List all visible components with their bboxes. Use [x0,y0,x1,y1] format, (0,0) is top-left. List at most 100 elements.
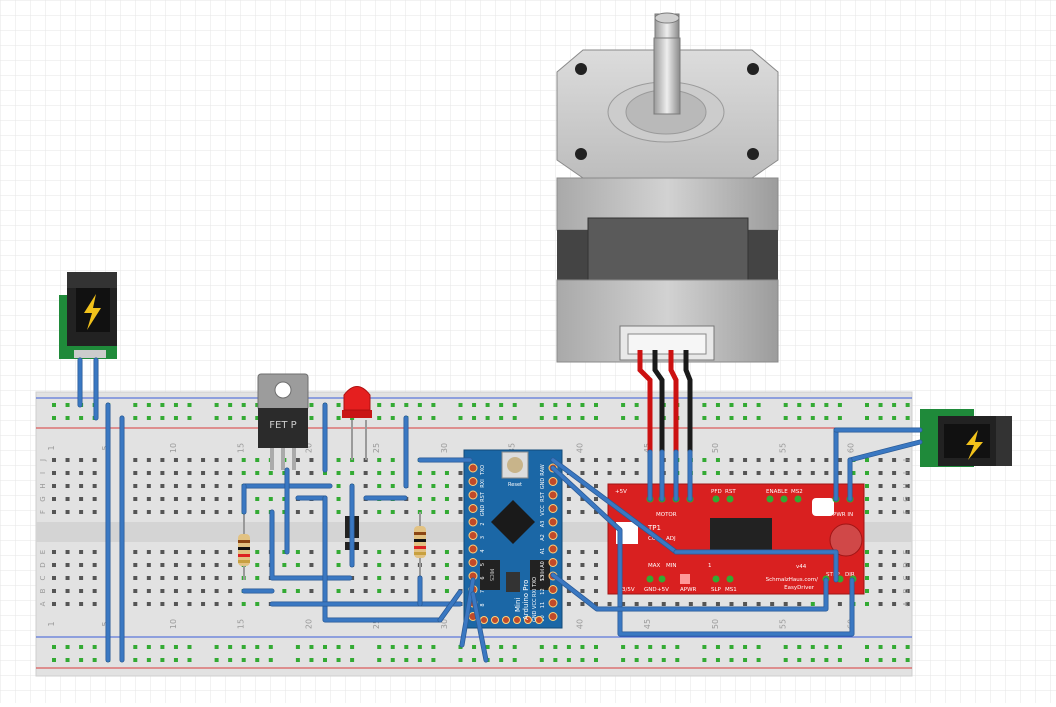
breadboard-hole [309,550,314,554]
breadboard-hole [350,471,355,475]
rail-hole [431,658,436,662]
rail-hole [702,416,707,420]
breadboard-hole [214,471,219,475]
breadboard-hole [377,484,382,488]
arduino-pin-label: VCC [540,505,546,516]
led-icon [342,386,372,460]
rail-hole [295,645,300,649]
breadboard-hole [228,510,233,514]
breadboard-hole [146,550,151,554]
arduino-pin [513,616,521,624]
breadboard-hole [702,471,707,475]
arduino-pin-label: 12 [540,588,546,594]
rail-hole [187,416,192,420]
rail-hole [824,403,829,407]
rail-hole [715,645,720,649]
breadboard-hole [309,589,314,593]
row-letter: J [39,459,47,462]
rail-hole [255,403,260,407]
breadboard-hole [851,471,856,475]
breadboard-hole [377,589,382,593]
jumper-wires [77,357,923,663]
column-number: 55 [779,619,788,629]
breadboard-hole [431,497,436,501]
jumper-wire [438,590,462,622]
arduino-pin [480,616,488,624]
rail-hole [539,658,544,662]
rail-hole [65,403,70,407]
breadboard-hole [634,458,639,462]
easydriver-label-label-version: v44 [796,564,807,570]
breadboard-hole [92,589,97,593]
breadboard-hole [255,510,260,514]
breadboard-hole [566,497,571,501]
breadboard-hole [580,484,585,488]
rail-hole [458,416,463,420]
breadboard-hole [404,510,409,514]
breadboard-hole [309,563,314,567]
easydriver-label-label-max: MAX [648,563,661,569]
breadboard-hole [228,497,233,501]
breadboard-hole [729,602,734,606]
jumper-wire [460,578,475,647]
rail-hole [905,658,910,662]
breadboard-hole [282,510,287,514]
breadboard-hole [146,471,151,475]
rail-hole [241,403,246,407]
breadboard-hole [187,602,192,606]
breadboard-hole [255,458,260,462]
rail-hole [146,416,151,420]
easydriver-label-label-tp1: TP1 [647,524,661,532]
breadboard-hole [146,458,151,462]
rail-hole [865,403,869,407]
rail-hole [892,403,897,407]
breadboard-hole [350,589,355,593]
arduino-pin [491,616,499,624]
rail-hole [661,658,666,662]
breadboard-hole [52,510,56,514]
breadboard-hole [79,602,84,606]
breadboard-hole [268,497,273,501]
breadboard-hole [770,471,775,475]
rail-hole [173,416,178,420]
lightning-bolt-icon [966,430,983,460]
rail-hole [390,416,395,420]
rail-hole [539,403,544,407]
arduino-pin-label: RAW [540,464,546,475]
breadboard-hole [52,550,56,554]
arduino-pin-label: A0 [540,561,546,568]
rail-hole [566,658,571,662]
breadboard-hole [580,550,585,554]
rail-hole [756,645,761,649]
breadboard-hole [865,576,869,580]
breadboard-hole [878,458,883,462]
arduino-pin [548,490,558,500]
breadboard-hole [824,458,829,462]
breadboard-hole [133,510,138,514]
arduino-pin [468,490,478,500]
breadboard-hole [336,510,341,514]
breadboard-hole [228,602,233,606]
easydriver-hole [794,495,802,503]
rail-hole [255,645,260,649]
rail-hole [79,416,84,420]
breadboard-hole [837,602,842,606]
breadboard-hole [160,602,165,606]
rail-hole [499,416,504,420]
easydriver-hole [712,495,720,503]
breadboard-hole [702,458,707,462]
easydriver-label-label-ms1: MS1 [725,587,737,593]
rail-hole [52,658,56,662]
breadboard-hole [133,484,138,488]
rail-hole [390,645,395,649]
rail-hole [865,416,869,420]
rail-hole [512,658,517,662]
breadboard-hole [444,484,449,488]
breadboard-hole [228,576,233,580]
rail-hole [241,416,246,420]
breadboard-hole [214,458,219,462]
breadboard-hole [228,589,233,593]
breadboard-hole [892,510,897,514]
rail-hole [675,658,680,662]
